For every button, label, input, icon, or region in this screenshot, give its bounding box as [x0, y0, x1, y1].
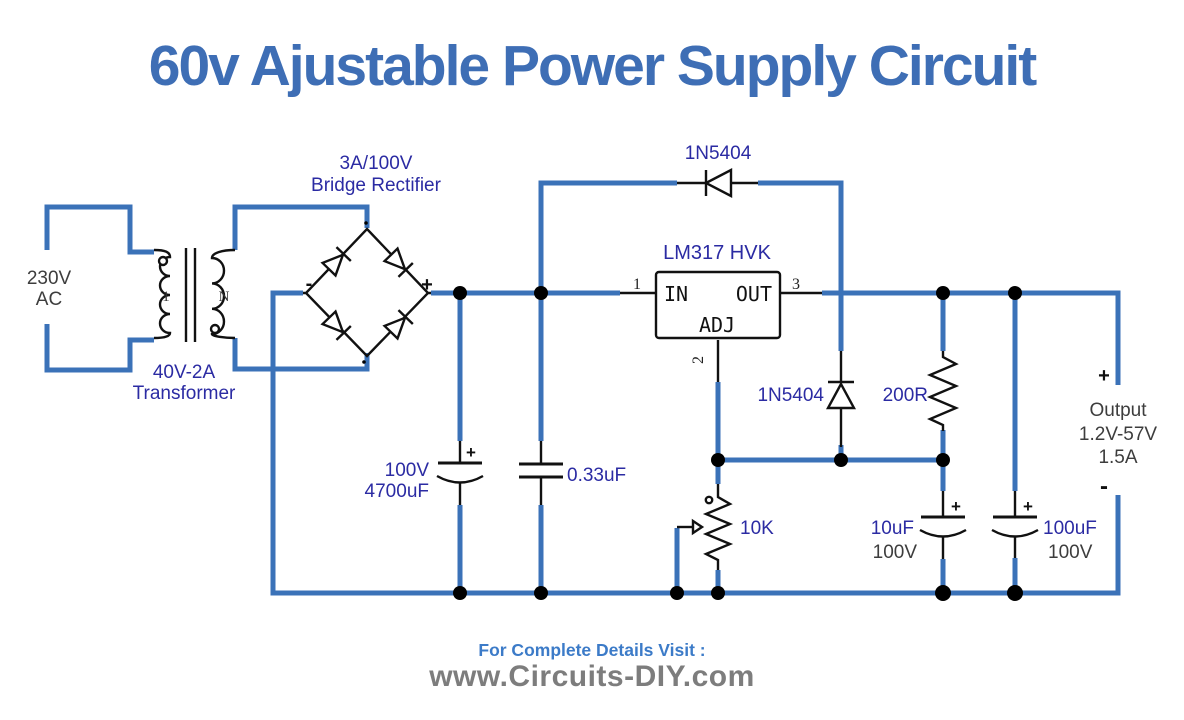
bridge-minus-label: - — [306, 273, 313, 295]
wire-ac-top — [44, 204, 154, 255]
transformer-symbol: 1 N 40V-2A Transformer — [133, 248, 236, 404]
cap-filter-plus: + — [466, 443, 476, 462]
output-label: Output — [1089, 400, 1147, 421]
regulator-pin1-number: 1 — [633, 276, 641, 293]
transformer-secondary-pin-label: N — [219, 289, 230, 305]
cap-adj-voltage-label: 100V — [873, 542, 918, 563]
diode-d1-label: 1N5404 — [685, 143, 752, 164]
bridge-bottom-terminal-mark — [362, 360, 366, 364]
regulator-body — [654, 270, 782, 340]
bridge-diode-bottom-right — [382, 309, 414, 341]
regulator-in-label: IN — [664, 282, 688, 306]
ac-type-label: AC — [36, 289, 62, 310]
transformer-secondary-phase-dot — [209, 323, 221, 335]
regulator-symbol: LM317 HVK IN OUT ADJ 1 3 2 — [620, 242, 822, 382]
wire-ac-bottom — [44, 324, 154, 373]
transformer-rating-label: 40V-2A — [153, 362, 216, 383]
r1-zigzag — [926, 351, 960, 431]
transformer-core — [184, 248, 197, 342]
bridge-plus-label: + — [421, 274, 433, 296]
wire-secondary-top — [232, 204, 370, 250]
footer-website: www.Circuits-DIY.com — [429, 660, 755, 694]
cap-output-symbol: + 100uF 100V — [991, 491, 1097, 563]
wire-secondary-bottom — [232, 338, 370, 372]
resistor-r1-symbol: 200R — [883, 351, 960, 431]
regulator-pin2-number: 2 — [690, 356, 707, 364]
cap-adj-value-label: 10uF — [871, 518, 914, 539]
pot-wiper-arrow — [691, 518, 705, 536]
d2-triangle — [825, 381, 857, 410]
transformer-primary-pin-label: 1 — [162, 289, 170, 305]
bridge-rating-label: 3A/100V — [340, 153, 413, 174]
cap-bypass-value-label: 0.33uF — [567, 465, 626, 486]
cap-adj-symbol: + 10uF 100V — [871, 491, 967, 563]
diode-d2-symbol: 1N5404 — [757, 351, 857, 447]
cap-output-value-label: 100uF — [1043, 518, 1097, 539]
wire-d1-left — [538, 180, 677, 293]
output-current-label: 1.5A — [1098, 447, 1137, 468]
cap-filter-symbol: + 100V 4700uF — [365, 441, 484, 505]
pot-top-terminal-mark — [704, 495, 714, 505]
bridge-diode-top-right — [382, 246, 414, 278]
cap-bypass-plates — [519, 462, 563, 479]
bridge-diode-bottom-left — [320, 309, 352, 341]
diode-d2-label: 1N5404 — [757, 385, 824, 406]
wire-d1-right — [758, 180, 844, 351]
cap-filter-value-label: 4700uF — [365, 481, 429, 502]
ac-source: 230V AC — [27, 268, 72, 310]
junction-dots — [453, 286, 1023, 601]
cap-bypass-symbol: 0.33uF — [519, 441, 626, 505]
pot-zigzag — [702, 484, 734, 570]
wire-negative-and-bottom-rail — [270, 290, 1121, 596]
d1-triangle — [703, 168, 733, 198]
transformer-secondary-winding — [210, 248, 236, 340]
footer: For Complete Details Visit : www.Circuit… — [0, 640, 1184, 695]
regulator-part-label: LM317 HVK — [663, 242, 771, 264]
output-terminals: + Output 1.2V-57V 1.5A - — [1079, 365, 1157, 500]
wire-output-rail — [822, 290, 1121, 385]
potentiometer-symbol: 10K — [677, 484, 774, 570]
cap-filter-voltage-label: 100V — [385, 460, 430, 481]
cap-filter-plate-bottom — [436, 474, 484, 484]
diode-d1-symbol: 1N5404 — [677, 143, 758, 198]
ac-voltage-label: 230V — [27, 268, 72, 289]
cap-output-plate-bottom — [991, 528, 1039, 538]
resistor-r1-label: 200R — [883, 385, 928, 406]
cap-output-plus: + — [1023, 497, 1033, 516]
cap-adj-plus: + — [951, 497, 961, 516]
bridge-top-terminal-mark — [364, 221, 368, 225]
bridge-name-label: Bridge Rectifier — [311, 175, 442, 196]
cap-output-voltage-label: 100V — [1048, 542, 1093, 563]
bridge-rectifier-symbol: - + 3A/100V Bridge Rectifier — [303, 153, 442, 364]
transformer-name-label: Transformer — [133, 383, 236, 404]
potentiometer-label: 10K — [740, 518, 774, 539]
bridge-diamond — [303, 227, 431, 358]
regulator-adj-label: ADJ — [699, 313, 735, 337]
output-plus-label: + — [1098, 365, 1110, 387]
output-range-label: 1.2V-57V — [1079, 424, 1157, 445]
page-title: 60v Ajustable Power Supply Circuit — [148, 34, 1037, 98]
regulator-pin3-number: 3 — [792, 276, 800, 293]
regulator-out-label: OUT — [736, 282, 772, 306]
transformer-primary-phase-dot — [157, 255, 169, 267]
footer-heading: For Complete Details Visit : — [478, 640, 706, 660]
cap-adj-plate-bottom — [919, 528, 967, 538]
bridge-diode-top-left — [320, 246, 352, 278]
output-minus-label: - — [1100, 473, 1108, 500]
